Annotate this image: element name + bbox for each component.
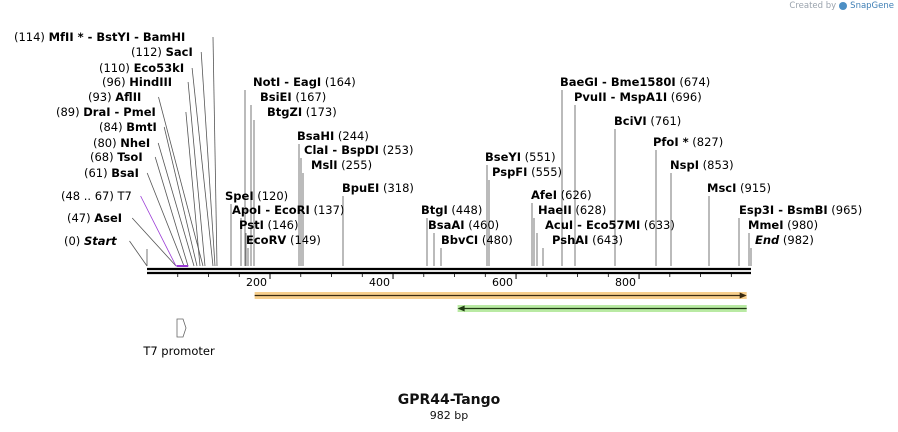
snapgene-logo-icon [839, 2, 848, 10]
site-label-mmei: MmeI (980) [748, 218, 818, 232]
site-leader-lines [129, 36, 752, 267]
leader-line [131, 217, 177, 267]
ruler: 200 400 600 800 [177, 273, 732, 289]
leader-line [200, 51, 216, 267]
site-label-saci: (112) SacI [131, 45, 193, 59]
site-label-bmti: (84) BmtI [99, 120, 157, 134]
site-label-pshai: PshAI (643) [552, 233, 623, 247]
site-label-tsoi: (68) TsoI [90, 150, 143, 164]
ruler-tick-label: 400 [369, 276, 390, 289]
site-label-esp3i: Esp3I - BsmBI (965) [739, 203, 862, 217]
leader-line [212, 36, 218, 267]
site-label-afei: AfeI (626) [531, 188, 592, 202]
site-label-bsiei: BsiEI (167) [260, 90, 326, 104]
leader-line [140, 195, 177, 267]
site-label-msli: MslI (255) [311, 158, 372, 172]
t7-promoter-label: T7 promoter [142, 344, 215, 358]
site-label-pvuii: PvuII - MspA1I (696) [574, 90, 702, 104]
leader-line [158, 96, 204, 267]
site-label-msci: MscI (915) [707, 181, 771, 195]
site-label-pspfi: PspFI (555) [492, 165, 562, 179]
site-label-drai: (89) DraI - PmeI [56, 105, 156, 119]
ruler-tick-label: 600 [492, 276, 513, 289]
site-label-start: (0) Start [64, 234, 117, 248]
site-label-eco53ki: (110) Eco53kI [99, 61, 184, 75]
site-label-nspi: NspI (853) [670, 158, 734, 172]
site-label-bsaai: BsaAI (460) [428, 218, 499, 232]
leader-line [163, 126, 198, 267]
site-label-bpuei: BpuEI (318) [342, 181, 414, 195]
site-label-ecorv: EcoRV (149) [246, 233, 321, 247]
site-label-asei: (47) AseI [67, 211, 122, 225]
leader-line [185, 111, 201, 267]
site-label-noti: NotI - EagI (164) [253, 75, 356, 89]
site-label-bseyi: BseYI (551) [485, 150, 556, 164]
site-label-acui: AcuI - Eco57MI (633) [545, 218, 675, 232]
site-label-bcivi: BciVI (761) [614, 114, 681, 128]
leader-line [129, 240, 148, 267]
site-label-psti: PstI (146) [239, 218, 298, 232]
site-labels: (0) Start (47) AseI (48 .. 67) T7 (61) BsaI… [14, 30, 862, 248]
site-label-nhei: (80) NheI [93, 136, 150, 150]
credit-prefix: Created by [789, 1, 837, 11]
reverse-arrowhead-icon [457, 305, 465, 312]
leader-line [187, 81, 206, 267]
ruler-tick-label: 200 [246, 276, 267, 289]
site-label-pfoi-: PfoI * (827) [653, 135, 723, 149]
forward-arrowhead-icon [739, 292, 747, 299]
site-label-bsai: (61) BsaI [84, 166, 139, 180]
site-label-btgi: BtgI (448) [421, 203, 482, 217]
construct-length: 982 bp [429, 409, 469, 422]
leader-line [146, 172, 185, 267]
site-label-t7: (48 .. 67) T7 [61, 189, 132, 203]
site-label-haeii: HaeII (628) [538, 203, 606, 217]
construct-name: GPR44-Tango [397, 392, 501, 408]
site-label-spei: SpeI (120) [225, 189, 288, 203]
leader-line [191, 67, 214, 267]
site-label-baegi: BaeGI - Bme1580I (674) [560, 75, 710, 89]
credit-brand: SnapGene [850, 1, 894, 11]
leader-line [154, 156, 189, 267]
features [176, 265, 747, 338]
site-label-btgzi: BtgZI (173) [267, 105, 337, 119]
ruler-tick-label: 800 [615, 276, 636, 289]
site-label-aflii: (93) AflII [88, 90, 141, 104]
site-label-clai: ClaI - BspDI (253) [304, 143, 413, 157]
site-label-mfii-: (114) MfII * - BstYI - BamHI [14, 30, 185, 44]
site-label-end: End (982) [755, 233, 814, 247]
snapgene-credit: Created by SnapGene [789, 1, 894, 11]
site-label-apoi: ApoI - EcoRI (137) [232, 203, 344, 217]
t7-promoter-arrow[interactable] [176, 318, 187, 338]
site-label-bbvci: BbvCI (480) [441, 233, 513, 247]
site-label-bsahi: BsaHI (244) [297, 129, 369, 143]
site-label-hindiii: (96) HindIII [102, 75, 172, 89]
leader-line [157, 142, 195, 267]
